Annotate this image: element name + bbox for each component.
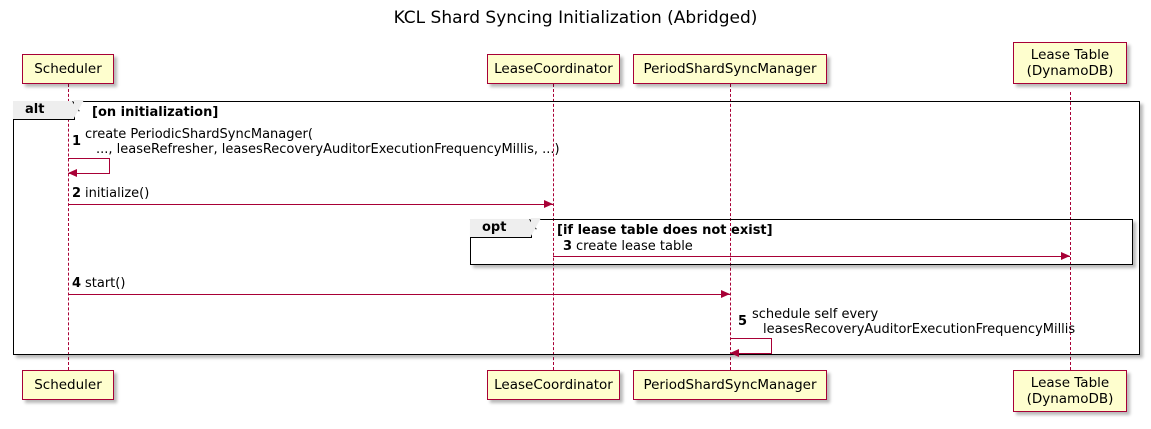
opt-fragment [470,219,1133,265]
participant-lease-table-bottom-label-line2: (DynamoDB) [1026,391,1114,407]
participant-scheduler-top[interactable]: Scheduler [22,54,114,84]
message-2-arrowhead [544,199,553,208]
message-5-sequence-number: 5 [738,314,748,329]
page-title: KCL Shard Syncing Initialization (Abridg… [393,8,758,28]
message-4-line [68,294,730,295]
message-1-label-line2: ..., leaseRefresher, leasesRecoveryAudit… [96,142,560,157]
participant-period-shard-sync-manager-top[interactable]: PeriodShardSyncManager [633,54,827,84]
participant-period-shard-sync-manager-bottom-label: PeriodShardSyncManager [643,377,817,393]
message-1-self-loop [68,158,110,174]
participant-lease-table-top-label-line1: Lease Table [1030,47,1110,63]
message-3-label: create lease table [576,239,693,254]
message-5-label-line1: schedule self every [752,307,879,322]
message-3-line [553,256,1070,257]
participant-lease-coordinator-top[interactable]: LeaseCoordinator [487,54,620,84]
message-1-label-line1: create PeriodicShardSyncManager( [85,127,313,142]
message-3-arrowhead [1061,251,1070,260]
message-3-sequence-number: 3 [563,239,573,254]
alt-fragment-guard: [on initialization] [92,105,219,120]
participant-lease-table-bottom[interactable]: Lease Table (DynamoDB) [1013,370,1127,412]
message-4-label: start() [85,276,126,291]
lifeline-lease-coordinator [553,84,554,370]
message-2-sequence-number: 2 [72,186,82,201]
message-5-label-line2: leasesRecoveryAuditorExecutionFrequencyM… [763,322,1076,337]
message-2-line [68,204,553,205]
participant-lease-coordinator-top-label: LeaseCoordinator [494,61,613,77]
message-1-sequence-number: 1 [72,134,82,149]
message-1-arrowhead [68,169,77,177]
participant-scheduler-bottom[interactable]: Scheduler [22,370,114,400]
alt-fragment [13,101,1140,355]
participant-period-shard-sync-manager-top-label: PeriodShardSyncManager [643,61,817,77]
participant-scheduler-bottom-label: Scheduler [34,377,102,393]
opt-fragment-operator: opt [470,218,541,238]
message-5-arrowhead [730,349,739,357]
participant-lease-coordinator-bottom-label: LeaseCoordinator [494,377,613,393]
message-2-label: initialize() [85,186,150,201]
participant-lease-table-bottom-label-line1: Lease Table [1030,375,1110,391]
alt-fragment-operator: alt [13,100,84,120]
participant-lease-table-top-label-line2: (DynamoDB) [1026,63,1114,79]
message-5-self-loop [730,338,772,354]
participant-period-shard-sync-manager-bottom[interactable]: PeriodShardSyncManager [633,370,827,400]
lifeline-lease-table [1070,92,1071,370]
participant-lease-coordinator-bottom[interactable]: LeaseCoordinator [487,370,620,400]
message-4-sequence-number: 4 [72,276,82,291]
participant-scheduler-top-label: Scheduler [34,61,102,77]
participant-lease-table-top[interactable]: Lease Table (DynamoDB) [1013,42,1127,84]
lifeline-scheduler [68,84,69,370]
opt-fragment-guard: [if lease table does not exist] [557,223,773,238]
message-4-arrowhead [721,289,730,298]
lifeline-period-shard-sync-manager [730,84,731,370]
